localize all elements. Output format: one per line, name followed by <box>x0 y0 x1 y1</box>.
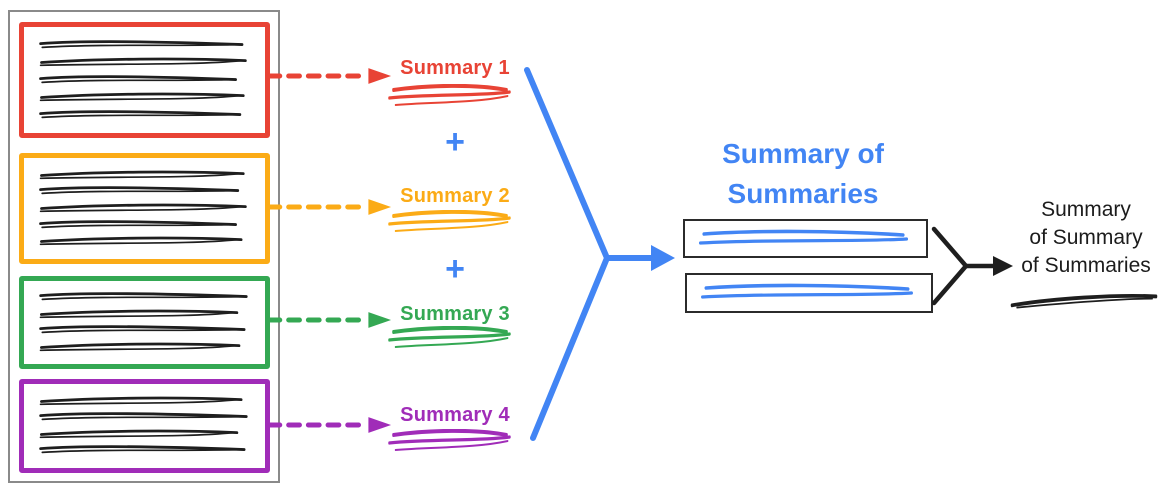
final-summary-label-line2: of Summary <box>1029 226 1143 249</box>
final-summary-label: Summary of Summary of Summaries <box>996 196 1170 280</box>
summary-4-scribble <box>387 429 512 452</box>
blue-scribble-line <box>697 282 917 304</box>
text-scribble-line <box>37 39 246 52</box>
blue-scribble-line <box>695 228 912 250</box>
plus-sign-2: + <box>445 250 465 288</box>
summary-2-label: Summary 2 <box>400 185 510 207</box>
summary-of-summaries-box-1 <box>683 219 928 258</box>
summary-4-label: Summary 4 <box>400 404 510 426</box>
text-scribble-line <box>37 395 246 408</box>
document-section-3 <box>19 276 270 369</box>
text-scribble-line <box>37 428 241 441</box>
blue-converge-arrow <box>524 67 675 441</box>
text-scribble-line <box>37 169 248 182</box>
document-section-2 <box>19 153 270 264</box>
summary-of-summaries-title: Summary of Summaries <box>693 134 913 214</box>
summary-of-summaries-title-line1: Summary of <box>722 138 884 169</box>
final-summary-label-line3: of Summaries <box>1021 254 1151 277</box>
text-scribble-line <box>37 109 243 122</box>
text-scribble-line <box>37 324 248 337</box>
text-scribble-line <box>37 291 250 304</box>
text-scribble-line <box>37 91 248 104</box>
text-scribble-line <box>37 219 239 232</box>
text-scribble-line <box>37 308 241 321</box>
summary-3-label: Summary 3 <box>400 303 510 325</box>
document-section-4 <box>19 379 270 473</box>
text-scribble-line <box>37 411 250 424</box>
text-scribble-line <box>37 74 239 87</box>
final-summary-scribble <box>1009 293 1159 310</box>
text-scribble-line <box>37 56 250 69</box>
text-scribble-line <box>37 341 243 354</box>
summary-1-scribble <box>387 84 512 107</box>
text-scribble-line <box>37 202 250 215</box>
text-scribble-line <box>37 444 248 457</box>
document-section-1 <box>19 22 270 138</box>
black-converge-arrow <box>931 226 1013 306</box>
text-scribble-line <box>37 235 246 248</box>
summary-of-summaries-title-line2: Summaries <box>727 178 879 209</box>
plus-sign-1: + <box>445 123 465 161</box>
final-summary-label-line1: Summary <box>1041 198 1131 221</box>
source-documents-panel <box>8 10 280 483</box>
text-scribble-line <box>37 185 241 198</box>
summary-of-summaries-box-2 <box>685 273 933 313</box>
summary-3-scribble <box>387 326 512 349</box>
summary-1-label: Summary 1 <box>400 57 510 79</box>
summary-2-scribble <box>387 210 512 233</box>
